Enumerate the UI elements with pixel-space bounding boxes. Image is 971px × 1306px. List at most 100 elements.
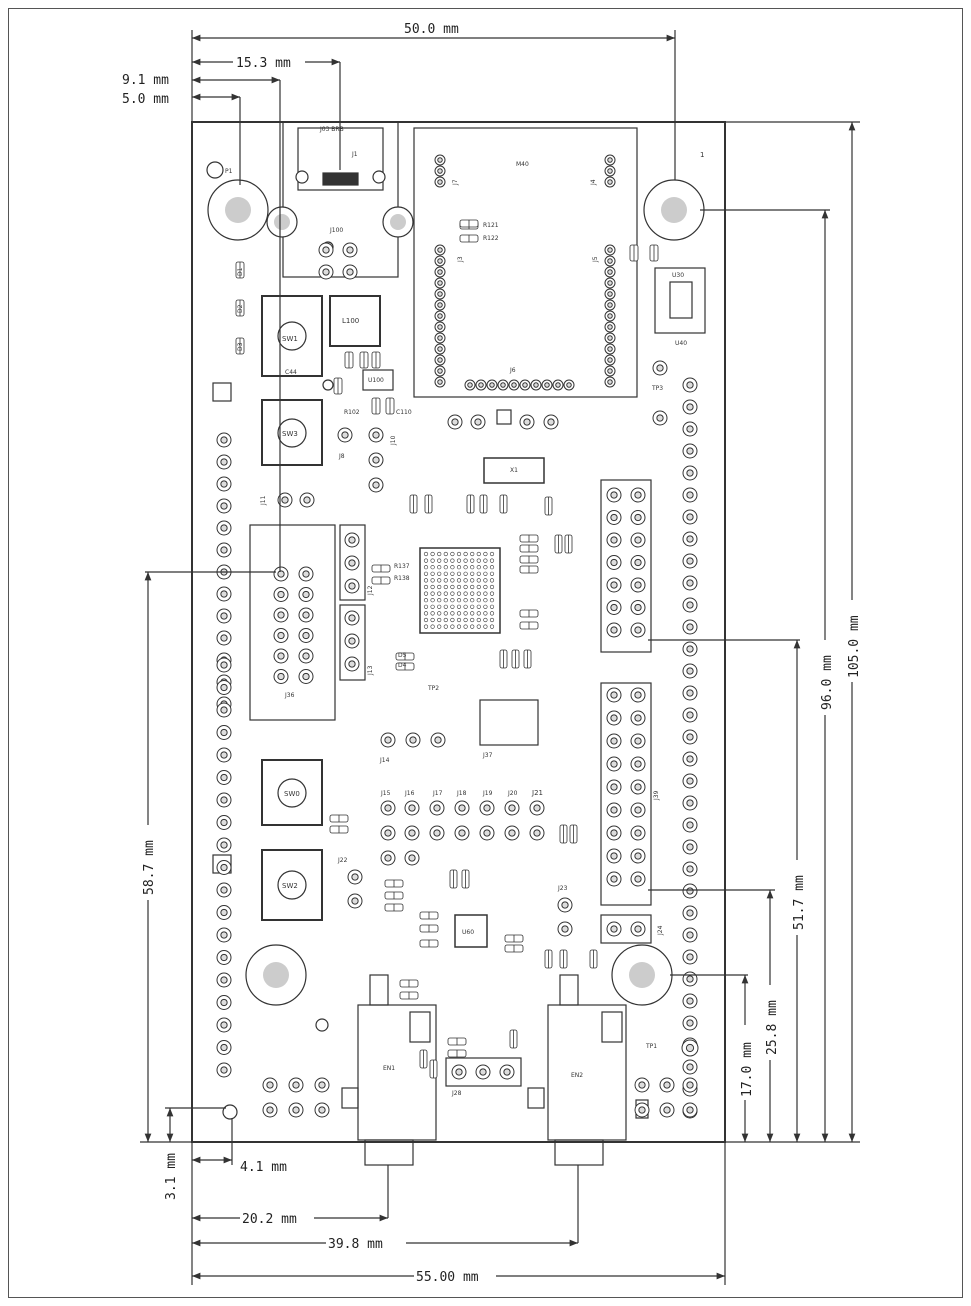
bga-ball <box>489 578 495 583</box>
pin-headers <box>216 154 699 1119</box>
figure-frame <box>8 8 963 1298</box>
j6-pin <box>555 382 561 388</box>
label-j7: J7 <box>452 179 459 186</box>
bga-ball <box>483 611 488 616</box>
bga-ball <box>463 578 468 583</box>
bga-ball <box>423 604 429 609</box>
j39-pin <box>634 536 642 544</box>
label-u40: U40 <box>675 340 687 347</box>
j37-pin <box>634 714 642 722</box>
bga-ball <box>483 551 488 557</box>
label-tp2: TP2 <box>427 685 439 692</box>
jumper-pin <box>408 804 416 812</box>
bga-ball <box>430 558 435 563</box>
dim-j1-offset: 15.3 mm <box>236 56 291 71</box>
right-edge-pin <box>686 601 694 609</box>
label-sw2: SW2 <box>282 882 298 890</box>
bga-ball <box>443 578 448 583</box>
j3-pin <box>437 368 443 374</box>
right-edge-pin <box>686 865 694 873</box>
bga-ball <box>463 598 468 603</box>
dim-overall-height: 105.0 mm <box>847 615 862 678</box>
jumper-pin <box>408 854 416 862</box>
bga-ball <box>430 611 435 616</box>
left-edge-pin <box>220 931 228 939</box>
jumper-pin <box>508 804 516 812</box>
label-u100: U100 <box>368 377 384 384</box>
jumper-pin <box>458 829 466 837</box>
j7-pin <box>437 168 443 174</box>
j39-pin <box>634 513 642 522</box>
bottom-pin <box>638 1081 646 1089</box>
j3-pin <box>437 357 443 363</box>
bga-ball <box>437 565 442 570</box>
mounting-hole-bottom-left <box>245 944 307 1006</box>
bga-ball <box>437 624 442 629</box>
label-j28: J28 <box>451 1090 462 1097</box>
bottom-pin <box>663 1081 671 1089</box>
bga-ball <box>423 617 429 623</box>
bga-ball <box>463 565 468 570</box>
left-edge-pin <box>220 590 228 598</box>
left-edge-pin <box>220 436 228 444</box>
bottom-pin <box>686 1106 694 1114</box>
label-j15: J15 <box>380 790 391 797</box>
j5-pin <box>607 324 613 330</box>
j6-pin <box>544 382 550 388</box>
bga-ball <box>443 598 448 603</box>
j14-pin <box>384 736 392 744</box>
dim-height-bottom-hole: 3.1 mm <box>164 1153 179 1200</box>
mounting-hole-top-left <box>207 179 269 241</box>
label-j1: J1 <box>351 151 358 158</box>
test-point <box>656 364 664 372</box>
j39-pin <box>610 581 618 589</box>
bga-ball <box>423 611 429 616</box>
label-j5: J5 <box>592 256 599 263</box>
j100-pin <box>322 246 330 254</box>
bga-ball <box>443 558 448 563</box>
label-l100: L100 <box>342 317 359 325</box>
j28-pin <box>479 1068 487 1076</box>
left-edge-pin <box>220 908 228 917</box>
label-j4: J4 <box>590 179 597 186</box>
right-edge-pin <box>686 821 694 829</box>
left-edge-pin <box>220 841 228 849</box>
j5-pin <box>607 291 613 297</box>
label-r121: R121 <box>483 222 499 229</box>
label-pin1: 1 <box>700 151 704 159</box>
bga-ball <box>450 624 455 629</box>
bga-ball <box>489 617 495 623</box>
j3-pin <box>437 324 443 330</box>
label-j19: J19 <box>482 790 493 797</box>
j5-pin <box>607 247 613 253</box>
j37-pin <box>610 691 618 699</box>
j37-pin <box>634 852 642 860</box>
label-tp1: TP1 <box>645 1043 657 1050</box>
j5-pin <box>607 335 613 341</box>
j5-pin <box>607 258 613 264</box>
label-j20: J20 <box>507 790 518 797</box>
j39-pin <box>610 558 618 567</box>
j5-pin <box>607 357 613 363</box>
label-d1: D1 <box>237 267 244 276</box>
j100-pin <box>322 268 330 276</box>
bga-ball <box>450 551 455 557</box>
left-edge-pin <box>220 1021 228 1029</box>
label-j3: J3 <box>457 256 464 263</box>
jumper-pin <box>533 829 541 837</box>
bga-ball <box>456 598 462 603</box>
j39-pin <box>634 626 642 634</box>
j23-pin <box>561 925 569 933</box>
bga-ball <box>450 591 455 596</box>
bottom-pin <box>292 1106 300 1114</box>
j36-pin <box>302 611 310 619</box>
label-d2: D2 <box>237 304 244 313</box>
bga-ball <box>430 598 435 603</box>
header-pin <box>451 418 459 426</box>
j37-pin <box>610 829 618 837</box>
bga-ball <box>443 565 448 570</box>
bga-ball <box>463 584 468 590</box>
j3-pin <box>437 291 443 297</box>
right-edge-pin <box>686 645 694 653</box>
j37-pin <box>610 783 618 791</box>
